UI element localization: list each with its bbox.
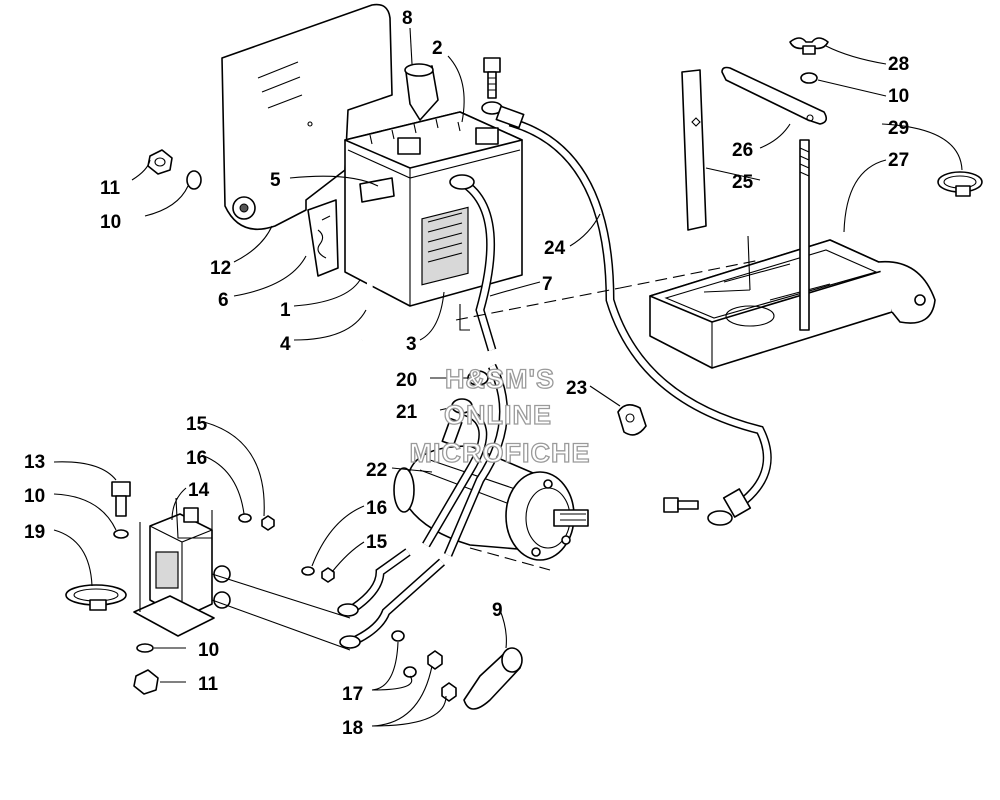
- callout-6: 6: [218, 290, 229, 311]
- nut-11-bottom: [133, 669, 159, 695]
- callout-11-bottom: 11: [198, 674, 219, 695]
- washer-10-solenoid: [113, 529, 129, 539]
- cable-tie-icon: [937, 171, 983, 197]
- terminal-boot-9: [463, 647, 523, 710]
- callout-14: 14: [188, 480, 210, 501]
- watermark-line-3: MICROFICHE: [410, 438, 591, 468]
- callout-13: 13: [24, 452, 45, 473]
- starter-mount-bolt: [663, 497, 699, 513]
- callout-20: 20: [396, 370, 417, 391]
- callout-15-bottom: 15: [366, 532, 388, 553]
- callout-12: 12: [210, 258, 231, 279]
- leader-lines: [53, 27, 963, 727]
- washer-10-top: [800, 72, 818, 84]
- callout-23: 23: [566, 378, 587, 399]
- starter-short-cable: [422, 363, 509, 557]
- callout-8: 8: [402, 8, 413, 29]
- solenoid-bolt-13: [111, 481, 131, 517]
- callout-2: 2: [432, 38, 443, 59]
- battery-icon: [344, 111, 523, 307]
- cable-tie-19: [65, 584, 127, 611]
- callout-28: 28: [888, 54, 909, 75]
- hold-down-strap-26: [721, 66, 828, 125]
- callout-24: 24: [544, 238, 566, 259]
- callout-26: 26: [732, 140, 753, 161]
- callout-5: 5: [270, 170, 281, 191]
- hold-down-rod-25: [681, 69, 707, 231]
- callout-7: 7: [542, 274, 553, 295]
- battery-pad: [307, 199, 339, 277]
- wing-nut-28: [789, 37, 829, 55]
- callout-18: 18: [342, 718, 363, 739]
- callout-21: 21: [396, 402, 418, 423]
- callout-19: 19: [24, 522, 45, 543]
- terminal-boot-8: [404, 63, 439, 121]
- solenoid-cables: [337, 548, 445, 649]
- callout-10-top: 10: [888, 86, 909, 107]
- callout-16-top: 16: [186, 448, 207, 469]
- watermark-line-2: ONLINE: [444, 400, 552, 430]
- callout-16-bottom: 16: [366, 498, 387, 519]
- washer-10-bottom: [136, 643, 154, 653]
- callout-10-solenoid: 10: [24, 486, 45, 507]
- hold-down-rod-long: [799, 139, 810, 331]
- callout-17: 17: [342, 684, 363, 705]
- watermark: H&SM'S ONLINE MICROFICHE: [409, 363, 591, 468]
- callout-1: 1: [280, 300, 291, 321]
- callout-11-top: 11: [100, 178, 121, 199]
- callout-25: 25: [732, 172, 754, 193]
- positive-battery-cable-7: [449, 174, 497, 352]
- battery-tray-icon: [649, 239, 936, 369]
- callout-numbers: 8 2 5 11 10 12 6 1 4 3 7 24 25 26 27 28 …: [24, 8, 909, 739]
- battery-bolt: [483, 57, 501, 99]
- callout-15-top: 15: [186, 414, 208, 435]
- callout-4: 4: [280, 334, 291, 355]
- callout-10-bottom: 10: [198, 640, 219, 661]
- washer-10-left: [186, 170, 202, 190]
- watermark-line-1: H&SM'S: [445, 364, 555, 394]
- callout-10-left: 10: [100, 212, 121, 233]
- callout-3: 3: [406, 334, 417, 355]
- callout-27: 27: [888, 150, 909, 171]
- solenoid-small-nuts: [238, 513, 335, 583]
- starter-cable-24: [481, 101, 772, 526]
- negative-battery-cable: [359, 177, 395, 341]
- cable-clamp-23: [617, 404, 647, 436]
- battery-cover-plate: [221, 3, 393, 230]
- callout-22: 22: [366, 460, 387, 481]
- solenoid-icon: [133, 507, 351, 651]
- callout-9: 9: [492, 600, 503, 621]
- callout-29: 29: [888, 118, 909, 139]
- nut-11-top: [147, 149, 173, 175]
